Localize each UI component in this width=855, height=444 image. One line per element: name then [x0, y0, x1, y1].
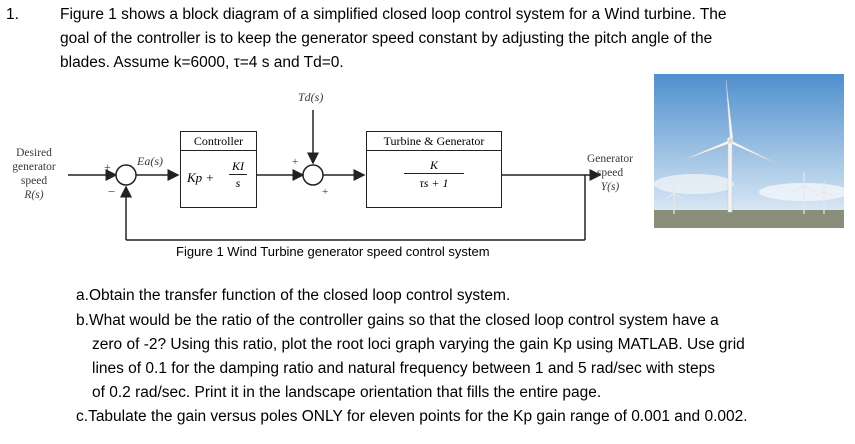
output-label-line-2: speed — [596, 167, 624, 179]
input-label-line-3: speed — [20, 175, 48, 187]
output-label: Generator speed Y(s) — [572, 152, 648, 194]
sum2-plus-left: + — [322, 186, 329, 198]
disturbance-label: Td(s) — [298, 90, 324, 104]
summing-junction-2 — [302, 164, 324, 186]
controller-ki: KI — [229, 159, 247, 175]
summing-junction-1 — [115, 164, 137, 186]
plant-denominator: τs + 1 — [419, 176, 449, 190]
task-b-line-4: of 0.2 rad/sec. Print it in the landscap… — [92, 384, 602, 401]
task-a-label: a. — [76, 287, 89, 304]
sum1-plus-sign: + — [104, 160, 111, 174]
plant-title: Turbine & Generator — [367, 132, 501, 151]
output-label-line-1: Generator — [587, 153, 633, 165]
task-c-text: Tabulate the gain versus poles ONLY for … — [88, 408, 748, 425]
input-label: Desired generator speed R(s) — [2, 146, 66, 202]
task-a-text: Obtain the transfer function of the clos… — [88, 287, 511, 304]
task-b-line-2: zero of -2? Using this ratio, plot the r… — [92, 336, 745, 353]
input-label-line-2: generator — [12, 161, 56, 173]
plant-block: Turbine & Generator K τs + 1 — [366, 131, 502, 208]
input-label-line-4: R(s) — [24, 189, 44, 201]
question-number: 1. — [6, 6, 19, 23]
task-a: a.Obtain the transfer function of the cl… — [76, 287, 510, 305]
controller-title: Controller — [181, 132, 256, 151]
question-line-2: goal of the controller is to keep the ge… — [60, 30, 713, 47]
controller-block: Controller Kp + KI s — [180, 131, 257, 208]
task-b-label: b. — [76, 312, 89, 329]
wind-turbine-photo — [654, 74, 844, 228]
sum1-minus-sign: − — [108, 184, 116, 199]
input-label-line-1: Desired — [16, 147, 52, 159]
error-signal-label: Ea(s) — [137, 154, 163, 168]
output-label-line-3: Y(s) — [600, 181, 620, 193]
figure-caption: Figure 1 Wind Turbine generator speed co… — [176, 244, 490, 259]
plant-numerator: K — [404, 158, 464, 174]
question-line-3: blades. Assume k=6000, τ=4 s and Td=0. — [60, 54, 344, 71]
sum2-plus-top: + — [292, 156, 299, 168]
task-b-line-1: What would be the ratio of the controlle… — [88, 312, 719, 329]
task-c: c.Tabulate the gain versus poles ONLY fo… — [76, 408, 748, 426]
wind-turbine-image — [654, 74, 844, 228]
task-b-line-3: lines of 0.1 for the damping ratio and n… — [92, 360, 715, 377]
diagram-wires — [68, 110, 602, 241]
controller-kp: Kp + — [187, 170, 215, 185]
task-c-label: c. — [76, 408, 89, 425]
controller-s: s — [235, 176, 241, 190]
question-line-1: Figure 1 shows a block diagram of a simp… — [60, 6, 727, 23]
task-b: b.What would be the ratio of the control… — [76, 312, 719, 330]
